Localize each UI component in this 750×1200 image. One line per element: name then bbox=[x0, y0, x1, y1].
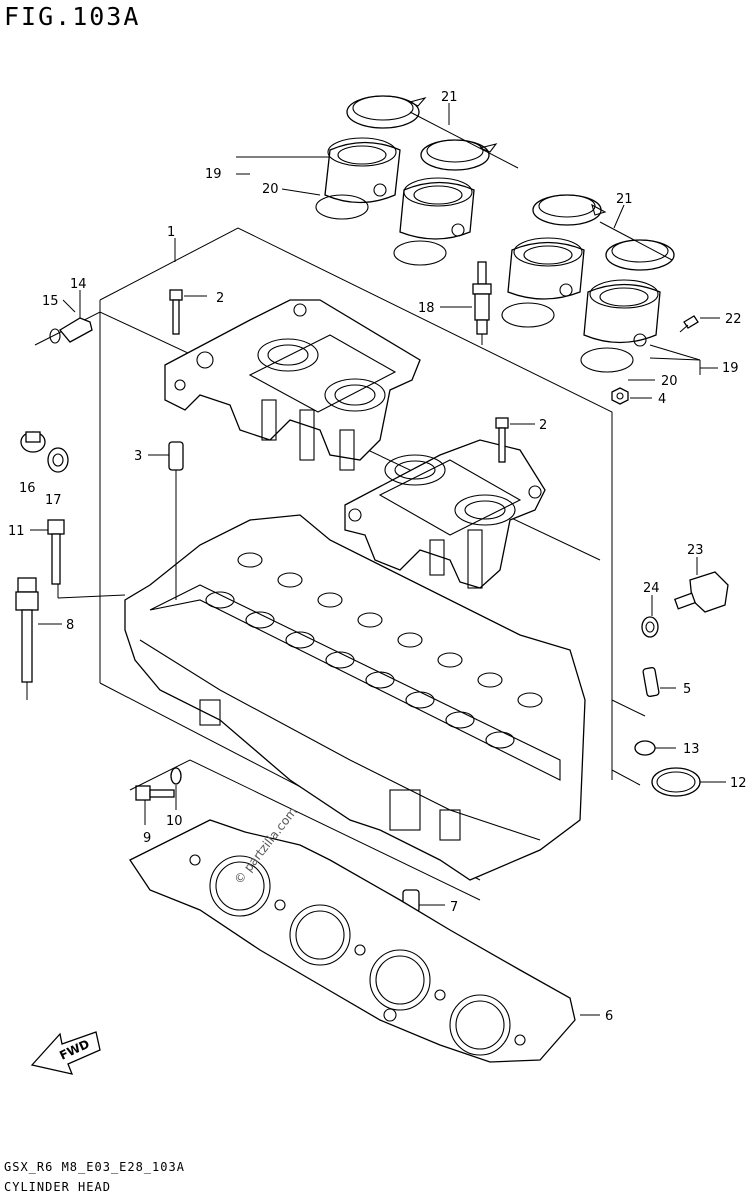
bolt-part-2-left bbox=[169, 289, 207, 335]
callout-8: 8 bbox=[66, 618, 74, 633]
bolt-part-9 bbox=[135, 785, 175, 825]
leader-lines bbox=[174, 103, 720, 1016]
bolt-part-8 bbox=[15, 577, 62, 700]
callout-15: 15 bbox=[42, 294, 59, 309]
callout-4: 4 bbox=[658, 392, 666, 407]
callout-10: 10 bbox=[166, 814, 183, 829]
callout-3: 3 bbox=[134, 449, 142, 464]
dowel-part-5 bbox=[642, 666, 676, 698]
washer-part-24 bbox=[641, 595, 659, 638]
footer-figure-name: CYLINDER HEAD bbox=[4, 1180, 111, 1194]
o-ring-part-13 bbox=[634, 740, 676, 756]
callout-17: 17 bbox=[45, 493, 62, 508]
callout-13: 13 bbox=[683, 742, 700, 757]
footer-figure-code: GSX_R6 M8_E03_E28_103A bbox=[4, 1160, 185, 1174]
callout-6: 6 bbox=[605, 1009, 613, 1024]
fwd-arrow: FWD bbox=[30, 1031, 101, 1075]
callout-19-top: 19 bbox=[205, 167, 222, 182]
camshaft-journals bbox=[205, 552, 543, 749]
callout-16: 16 bbox=[19, 481, 36, 496]
callout-11: 11 bbox=[8, 524, 25, 539]
cam-holder-right bbox=[344, 439, 546, 589]
callout-22: 22 bbox=[725, 312, 742, 327]
bolt-part-2-right bbox=[495, 417, 535, 463]
head-gasket bbox=[129, 819, 576, 1063]
callout-7: 7 bbox=[450, 900, 458, 915]
sensor-part-23 bbox=[673, 557, 729, 613]
callout-14: 14 bbox=[70, 277, 87, 292]
nut-part-4 bbox=[611, 387, 629, 405]
callout-5: 5 bbox=[683, 682, 691, 697]
intake-boot-group-left bbox=[315, 95, 519, 266]
callout-21-top: 21 bbox=[441, 90, 458, 105]
callout-9: 9 bbox=[143, 831, 151, 846]
callout-21-right: 21 bbox=[616, 192, 633, 207]
washer-part-10 bbox=[170, 767, 182, 810]
callout-20-top: 20 bbox=[262, 182, 279, 197]
callout-2-top: 2 bbox=[216, 291, 224, 306]
callout-23: 23 bbox=[687, 543, 704, 558]
callout-24: 24 bbox=[643, 581, 660, 596]
callout-19-right: 19 bbox=[722, 361, 739, 376]
cylinder-head bbox=[124, 514, 586, 881]
callout-labels: 1 2 2 3 4 5 6 7 8 9 10 11 12 13 14 15 16… bbox=[8, 90, 747, 1024]
callout-18: 18 bbox=[418, 301, 435, 316]
bolt-part-11 bbox=[30, 519, 126, 599]
fitting-part-14-15 bbox=[49, 290, 93, 344]
gasket-part-17 bbox=[47, 447, 69, 473]
o-ring-part-12 bbox=[651, 767, 726, 797]
callout-20-right: 20 bbox=[661, 374, 678, 389]
callout-1: 1 bbox=[167, 225, 175, 240]
cam-holder-left bbox=[164, 299, 421, 471]
callout-2-right: 2 bbox=[539, 418, 547, 433]
intake-boot-group-right bbox=[501, 194, 699, 373]
spark-plug bbox=[472, 261, 492, 345]
callout-12: 12 bbox=[730, 776, 747, 791]
figure-title: FIG.103A bbox=[4, 2, 141, 31]
plug-part-16 bbox=[20, 431, 46, 453]
dowel-part-3 bbox=[148, 441, 184, 600]
